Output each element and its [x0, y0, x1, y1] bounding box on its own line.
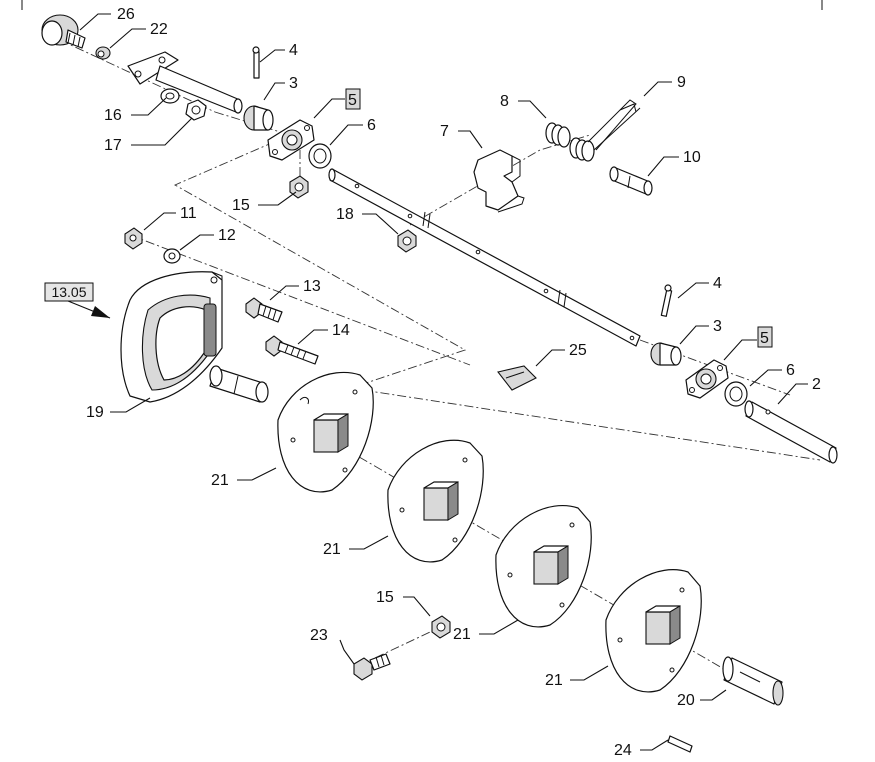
callout-20: 20 — [677, 692, 695, 709]
coupling-part-7 — [473, 149, 525, 213]
knob-part-26 — [41, 14, 86, 49]
highlight-box-5-right — [757, 326, 773, 348]
callout-6-right: 6 — [786, 362, 795, 379]
callout-8: 8 — [500, 93, 509, 110]
callout-labels: 26 22 16 17 4 3 5 6 15 8 9 7 10 18 11 12… — [86, 6, 821, 759]
spring-part-8 — [545, 122, 571, 148]
nut-part-11 — [124, 227, 143, 250]
callout-24: 24 — [614, 742, 632, 759]
bolt-part-13 — [245, 297, 283, 323]
shaft-part-20 — [722, 656, 784, 706]
bolt-part-23 — [353, 653, 391, 681]
nut-part-18 — [397, 229, 417, 253]
callout-15-top: 15 — [232, 197, 250, 214]
flange-bearing-part-5-right — [685, 359, 729, 399]
callout-21-b: 21 — [323, 541, 341, 558]
reference-label: 13.05 — [51, 284, 86, 300]
tube-segment — [209, 365, 269, 403]
washer-part-6-top — [308, 143, 332, 169]
callout-21-c: 21 — [453, 626, 471, 643]
callout-5-top: 5 — [348, 92, 357, 109]
callout-3-right: 3 — [713, 318, 722, 335]
callout-23: 23 — [310, 627, 328, 644]
callout-15-bottom: 15 — [376, 589, 394, 606]
callout-16: 16 — [104, 107, 122, 124]
callout-14: 14 — [332, 322, 350, 339]
key-part-24 — [667, 735, 693, 753]
callout-6-top: 6 — [367, 117, 376, 134]
callout-10: 10 — [683, 149, 701, 166]
callout-18: 18 — [336, 206, 354, 223]
reference-arrow — [67, 300, 111, 319]
sleeve-part-10 — [609, 166, 653, 196]
highlight-box-5-top — [345, 88, 361, 110]
flange-bearing-part-5-top — [267, 119, 315, 161]
nut-part-22 — [95, 46, 111, 60]
disc-part-21-c — [495, 505, 592, 628]
callout-19: 19 — [86, 404, 104, 421]
bracket-with-rod — [127, 51, 243, 114]
callout-26: 26 — [117, 6, 135, 23]
callout-12: 12 — [218, 227, 236, 244]
shaft-part-2 — [744, 400, 838, 464]
callout-25: 25 — [569, 342, 587, 359]
callout-7: 7 — [440, 123, 449, 140]
bushing-part-3-top — [243, 105, 274, 131]
pin-part-4-right — [660, 284, 673, 317]
main-shaft — [328, 168, 641, 347]
washer-part-6-right — [724, 381, 748, 407]
callout-21-a: 21 — [211, 472, 229, 489]
callout-3-top: 3 — [289, 75, 298, 92]
clip-part-25 — [497, 365, 537, 391]
nut-part-17 — [185, 99, 207, 121]
reference-box-13-05: 13.05 — [44, 282, 94, 302]
spring-part-9 — [569, 99, 641, 162]
bushing-part-3-right — [650, 342, 682, 366]
housing-part-19 — [120, 271, 223, 403]
callout-17: 17 — [104, 137, 122, 154]
disc-part-21-d — [605, 569, 702, 693]
callout-4-top: 4 — [289, 42, 298, 59]
bolt-part-14 — [265, 335, 319, 365]
leader-lines — [79, 13, 808, 751]
washer-part-16 — [160, 88, 180, 104]
callout-13: 13 — [303, 278, 321, 295]
disc-part-21-a — [277, 371, 374, 493]
callout-5-right: 5 — [760, 330, 769, 347]
disc-part-21-b — [387, 439, 484, 563]
callout-22: 22 — [150, 21, 168, 38]
callout-11: 11 — [180, 205, 197, 222]
washer-part-12 — [163, 248, 181, 264]
callout-21-d: 21 — [545, 672, 563, 689]
callout-4-right: 4 — [713, 275, 722, 292]
callout-9: 9 — [677, 74, 686, 91]
pin-part-4-top — [252, 46, 260, 79]
nut-part-15-bottom — [431, 615, 451, 639]
callout-2: 2 — [812, 376, 821, 393]
